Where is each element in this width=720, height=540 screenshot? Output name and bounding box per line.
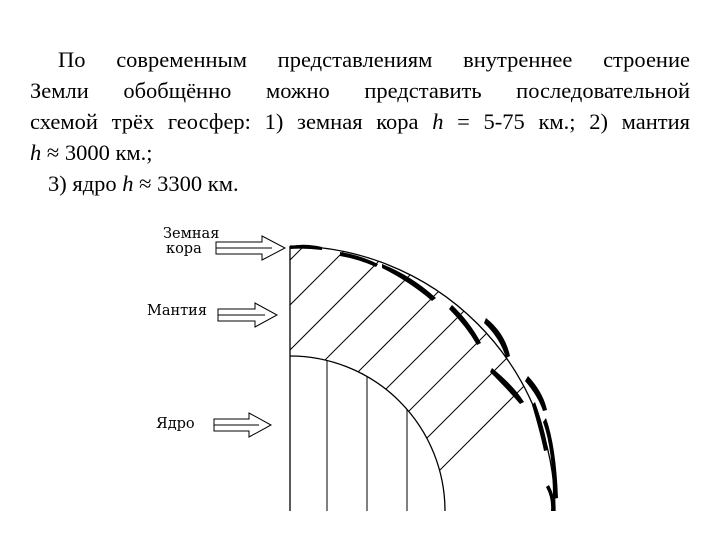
crust-label-line-2: кора <box>166 241 202 257</box>
variable-h: h <box>122 171 134 196</box>
core-label: Ядро <box>156 416 195 432</box>
label-arrows <box>213 235 287 438</box>
arrow-icon <box>213 412 273 438</box>
text-segment: схемой трёх геосфер: 1) земная кора <box>30 109 433 134</box>
arrow-icon <box>217 302 279 328</box>
outer-boundary <box>289 245 556 512</box>
mantle-hatching <box>290 246 555 511</box>
text-segment: ≈ 3300 км. <box>133 171 239 196</box>
crust-layer <box>290 244 558 511</box>
paragraph-line-1: По современным представлениям внутреннее… <box>58 47 690 72</box>
paragraph-line-3: схемой трёх геосфер: 1) земная кора h = … <box>30 106 690 137</box>
paragraph-line-5: 3) ядро h ≈ 3300 км. <box>30 168 690 199</box>
arrow-icon <box>215 235 287 261</box>
paragraph-line-2: Земли обобщённо можно представить послед… <box>30 78 690 103</box>
description-paragraph: По современным представлениям внутреннее… <box>30 44 690 199</box>
text-segment: 3) ядро <box>48 171 123 196</box>
paragraph-line-4: h ≈ 3000 км.; <box>30 137 690 168</box>
crust-label-line-1: Земная <box>163 226 220 242</box>
core-boundary <box>289 355 446 512</box>
text-segment: ≈ 3000 км.; <box>41 140 153 165</box>
variable-h: h <box>30 140 42 165</box>
text-segment: = 5-75 км.; 2) мантия <box>443 109 690 134</box>
variable-h: h <box>432 109 444 134</box>
mantle-label: Мантия <box>147 303 207 319</box>
core-hatching <box>326 356 408 511</box>
